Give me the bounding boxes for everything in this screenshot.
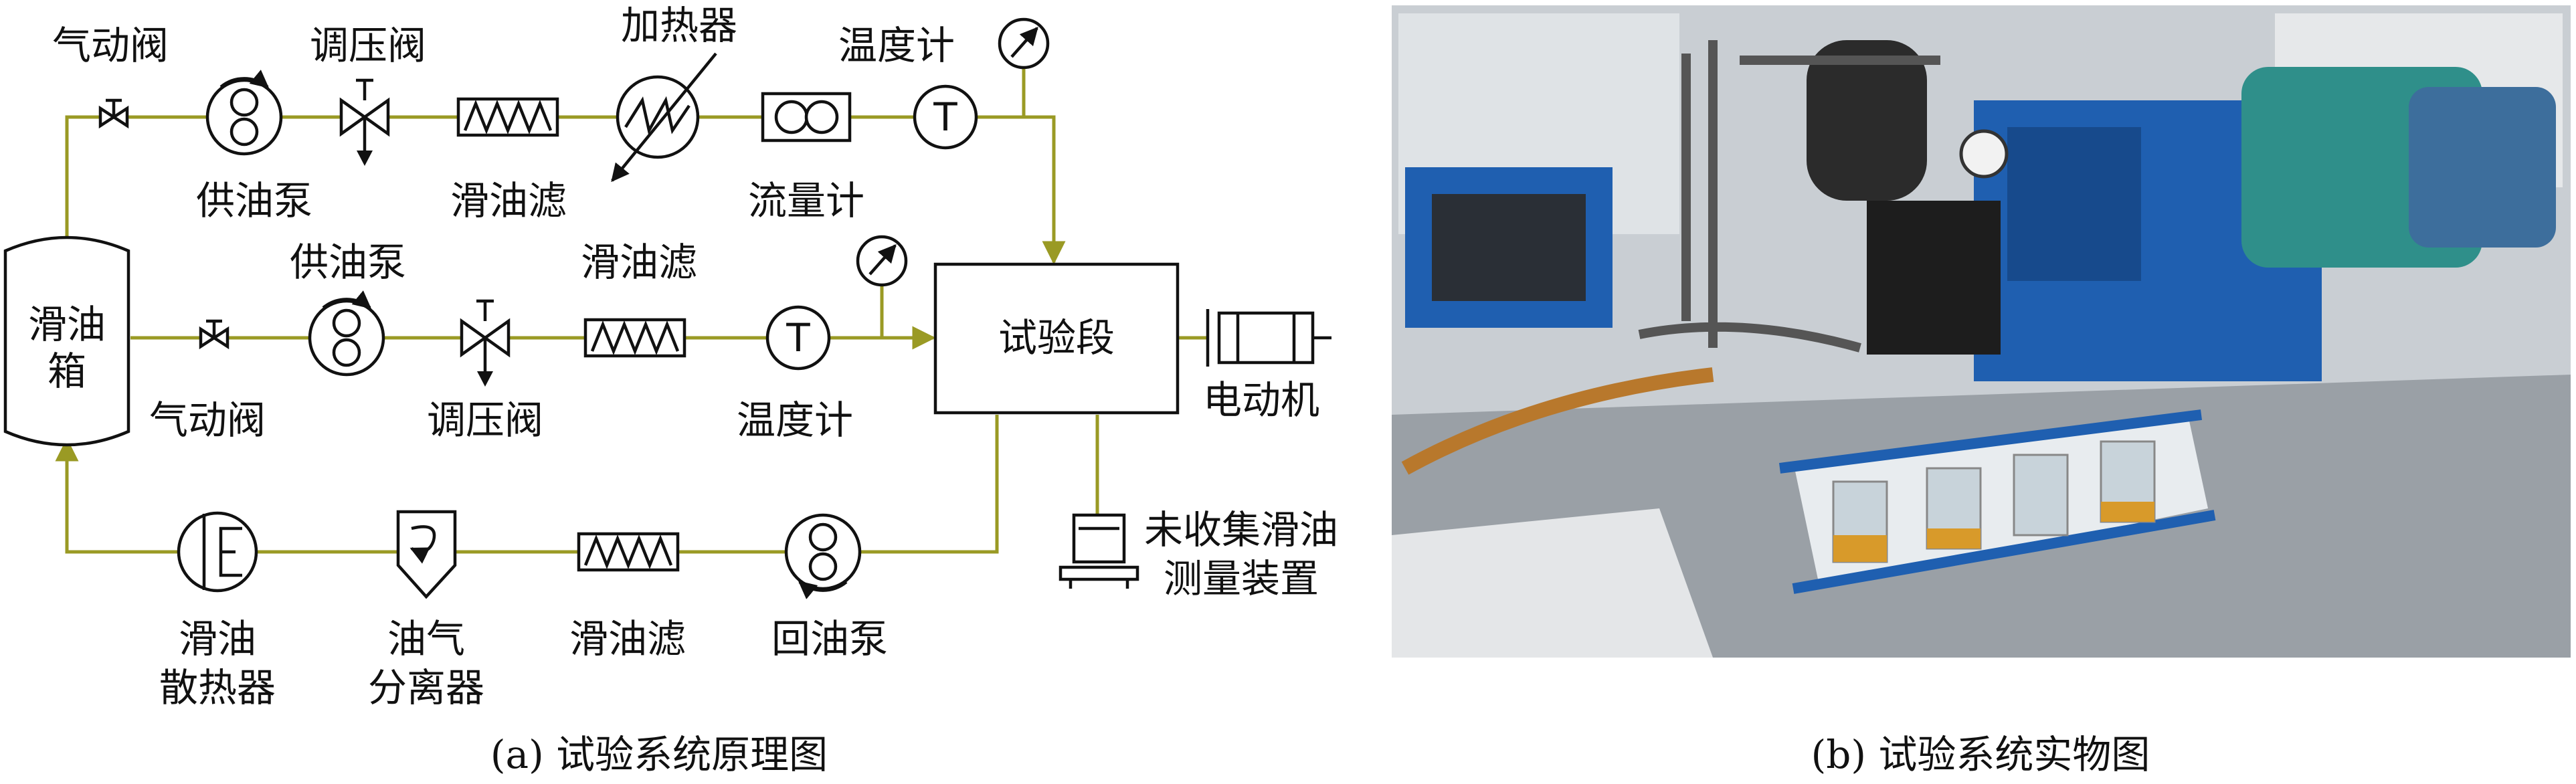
uncollected-label-line1: 未收集滑油 bbox=[1144, 507, 1338, 553]
top-supply-pump: 供油泵 bbox=[196, 70, 312, 223]
photo-pipes bbox=[1638, 40, 1940, 353]
top-filter-label: 滑油滤 bbox=[450, 178, 567, 223]
top-regulating-valve: 调压阀 bbox=[310, 23, 426, 166]
middle-regulating-valve: 调压阀 bbox=[427, 299, 543, 443]
uncollected-label-line2: 测量装置 bbox=[1164, 556, 1319, 601]
schematic-panel: 滑油 箱 气动阀 供油泵 调压阀 滑油滤 bbox=[3, 3, 1338, 777]
separator-label-line1: 油气 bbox=[387, 616, 465, 662]
middle-oil-filter: 滑油滤 bbox=[581, 239, 697, 358]
middle-thermometer-symbol: T bbox=[786, 315, 810, 361]
return-pump-label: 回油泵 bbox=[771, 616, 888, 662]
oil-tank: 滑油 箱 bbox=[3, 235, 130, 447]
middle-supply-pump: 供油泵 bbox=[290, 239, 406, 377]
flowmeter-label: 流量计 bbox=[748, 178, 864, 223]
tank-label-line2: 箱 bbox=[48, 349, 86, 394]
top-pump-label: 供油泵 bbox=[196, 178, 312, 223]
heater-label: 加热器 bbox=[621, 3, 737, 48]
pipe-top-line bbox=[65, 115, 1066, 265]
bottom-filter-label: 滑油滤 bbox=[569, 616, 686, 662]
photo-panel: (b) 试验系统实物图 bbox=[1392, 5, 2571, 777]
top-thermometer-symbol: T bbox=[933, 94, 957, 140]
oil-gas-separator: 油气 分离器 bbox=[368, 510, 484, 710]
top-valve-label: 气动阀 bbox=[52, 23, 169, 68]
photo-gauge bbox=[1959, 129, 2009, 179]
bottom-oil-filter: 滑油滤 bbox=[569, 532, 686, 662]
photo-cylinder-3 bbox=[2013, 454, 2069, 536]
photo-dark-block bbox=[1867, 201, 2001, 355]
middle-valve-label: 气动阀 bbox=[149, 397, 266, 443]
oil-cooler: 滑油 散热器 bbox=[159, 511, 276, 710]
middle-pneumatic-valve: 气动阀 bbox=[149, 319, 266, 443]
photo-caption: (b) 试验系统实物图 bbox=[1811, 732, 2150, 777]
test-section: 试验段 bbox=[933, 262, 1180, 415]
photo-tank bbox=[1807, 40, 1927, 201]
electric-motor: 电动机 bbox=[1203, 309, 1331, 423]
top-thermometer: T 温度计 bbox=[838, 23, 978, 150]
middle-thermometer-label: 温度计 bbox=[737, 397, 853, 443]
top-pressure-gauge bbox=[998, 17, 1050, 70]
return-pump: 回油泵 bbox=[771, 513, 888, 662]
top-regulator-label: 调压阀 bbox=[310, 23, 426, 68]
middle-regulator-label: 调压阀 bbox=[427, 397, 543, 443]
pipe-return-line bbox=[55, 415, 999, 554]
motor-label: 电动机 bbox=[1203, 377, 1319, 423]
top-oil-filter: 滑油滤 bbox=[450, 97, 567, 223]
photo-orange-hose bbox=[1401, 367, 1714, 475]
heater: 加热器 bbox=[611, 3, 737, 183]
flowmeter: 流量计 bbox=[748, 92, 864, 223]
middle-pressure-gauge bbox=[856, 235, 908, 287]
cooler-label-line1: 滑油 bbox=[179, 616, 256, 662]
middle-pump-label: 供油泵 bbox=[290, 239, 406, 285]
schematic-caption: (a) 试验系统原理图 bbox=[490, 732, 828, 777]
uncollected-oil-device: 未收集滑油 测量装置 bbox=[1059, 507, 1338, 601]
top-thermometer-label: 温度计 bbox=[838, 23, 955, 68]
top-pneumatic-valve: 气动阀 bbox=[52, 23, 169, 129]
separator-label-line2: 分离器 bbox=[368, 665, 484, 710]
middle-filter-label: 滑油滤 bbox=[581, 239, 697, 285]
cooler-label-line2: 散热器 bbox=[159, 665, 276, 710]
test-section-label: 试验段 bbox=[998, 315, 1115, 361]
photo-floor-plate bbox=[1392, 508, 1713, 658]
tank-label-line1: 滑油 bbox=[28, 302, 106, 347]
middle-thermometer: T 温度计 bbox=[737, 305, 853, 443]
